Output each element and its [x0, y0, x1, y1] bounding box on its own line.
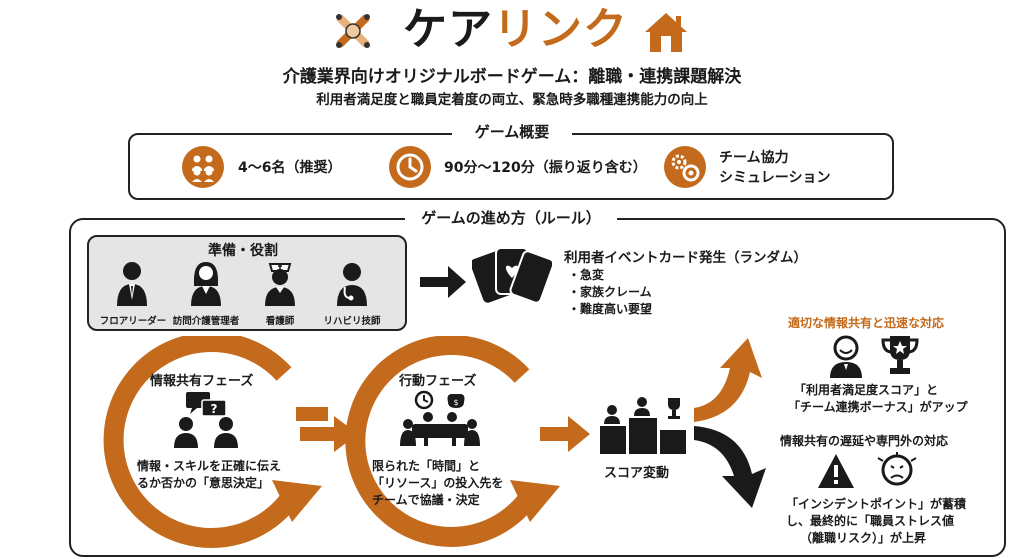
event-item-1: ・急変	[568, 268, 605, 282]
info-to-action-arrow	[300, 414, 360, 454]
event-cards-icon	[470, 240, 555, 310]
bad-outcome-line3: （離職リスク）」が上昇	[800, 531, 927, 545]
rules-heading: ゲームの進め方（ルール）	[405, 207, 617, 228]
role-rehab-therapist: リハビリ技師	[323, 316, 381, 327]
overview-type-line2: シミュレーション	[719, 170, 831, 186]
overview-duration: 90分～120分（振り返り含む）	[444, 160, 647, 176]
home-care-manager-icon	[188, 260, 224, 306]
action-phase-ring	[336, 335, 576, 556]
action-phase-line1: 限られた「時間」と	[372, 459, 481, 473]
app-title: ケアリンク	[403, 2, 628, 58]
page-tagline: 利用者満足度と職員定着度の両立、緊急時多職種連携能力の向上	[316, 92, 708, 108]
event-title: 利用者イベントカード発生（ランダム）	[564, 250, 807, 266]
up-arrow	[694, 338, 764, 424]
podium-icon	[598, 396, 690, 454]
action-phase-line3: チームで協議・決定	[372, 493, 480, 507]
event-item-2: ・家族クレーム	[568, 285, 652, 299]
bad-outcome-title: 情報共有の遅延や専門外の対応	[780, 434, 949, 448]
clock-icon	[389, 146, 431, 188]
svg-text:?: ?	[211, 402, 218, 416]
logo-hands-icon	[330, 8, 376, 54]
bad-outcome-line1: 「インシデントポイント」が蓄積	[786, 497, 967, 511]
gears-icon	[664, 146, 706, 188]
prep-title: 準備・役割	[208, 243, 278, 259]
floor-leader-icon	[114, 260, 150, 306]
info-phase-line2: るか否かの「意思決定」	[137, 476, 270, 490]
good-outcome-line1: 「利用者満足度スコア」と	[794, 383, 939, 397]
action-phase-line2: 「リソース」の投入先を	[372, 476, 504, 490]
overview-type-line1: チーム協力	[719, 150, 789, 166]
action-phase-title: 行動フェーズ	[399, 374, 477, 389]
people-icon	[182, 146, 224, 188]
house-icon	[642, 10, 690, 54]
title-black: ケア	[403, 4, 493, 55]
trophy-icon	[880, 334, 920, 378]
warning-icon	[816, 452, 856, 490]
info-phase-ring	[96, 332, 336, 556]
good-outcome-line2: 「チーム連携ボーナス」がアップ	[788, 400, 968, 414]
action-to-score-arrow	[540, 414, 592, 454]
role-nurse: 看護師	[265, 316, 295, 327]
overview-players: 4～6名（推奨）	[238, 160, 342, 176]
svg-text:$: $	[453, 398, 458, 407]
title-orange: リンク	[493, 4, 628, 55]
page-subtitle: 介護業界向けオリジナルボードゲーム：離職・連携課題解決	[282, 67, 742, 87]
info-phase-line1: 情報・スキルを正確に伝え	[137, 459, 282, 473]
down-arrow	[694, 424, 770, 510]
meeting-table-icon: $	[398, 390, 482, 448]
info-phase-title: 情報共有フェーズ	[150, 374, 254, 389]
prep-panel	[87, 235, 407, 331]
good-outcome-title: 適切な情報共有と迅速な対応	[788, 316, 945, 330]
rehab-therapist-icon	[334, 260, 370, 306]
overview-heading: ゲーム概要	[452, 121, 572, 142]
nurse-icon	[262, 260, 298, 306]
role-home-care-manager: 訪問介護管理者	[172, 316, 240, 327]
score-label: スコア変動	[604, 466, 670, 481]
discussion-icon: ?	[166, 390, 246, 448]
arrow-right-icon	[418, 262, 468, 302]
stressed-person-icon	[876, 452, 918, 492]
elderly-person-icon	[826, 334, 866, 378]
role-floor-leader: フロアリーダー	[99, 316, 167, 327]
event-item-3: ・難度高い要望	[568, 302, 653, 316]
bad-outcome-line2: し、最終的に「職員ストレス値	[786, 514, 955, 528]
